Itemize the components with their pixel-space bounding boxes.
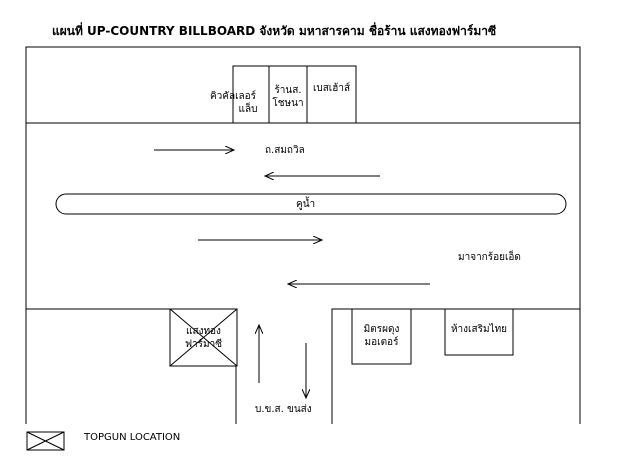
shop-label-best-house: เบสเฮ้าส์ [312,83,351,94]
side-road-label: บ.ข.ส. ขนส่ง [255,404,312,415]
shop-label-mitpadung-motor: มิตรผดุง มอเตอร์ [363,324,400,348]
map-frame [25,46,581,424]
median-canal [55,193,567,215]
shop-label-serm-thai: ห้างเสริมไทย [450,324,508,335]
shop-label-saengthong-pharmacy: แสงทอง ฟาร์มาซี [184,326,223,350]
origin-label: มาจากร้อยเอ็ด [458,252,521,263]
shop-box-mitpadung-motor [351,308,412,365]
median-label: คูน้ำ [296,199,316,210]
shop-box-q-color-lab [232,65,270,124]
shop-box-serm-thai [444,308,514,356]
shop-label-advertising: ร้านส. โชษนา [272,85,304,109]
topgun-cross-2 [169,308,238,367]
shop-box-best-house [306,65,357,124]
road-label: ถ.สมถวิล [265,145,305,156]
map-title: แผนที่ UP-COUNTRY BILLBOARD จังหวัด มหาส… [52,24,497,38]
legend-label: TOPGUN LOCATION [84,432,181,443]
shop-label-q-color-lab: คิวคัลเลอร์ แล็บ [209,91,258,115]
